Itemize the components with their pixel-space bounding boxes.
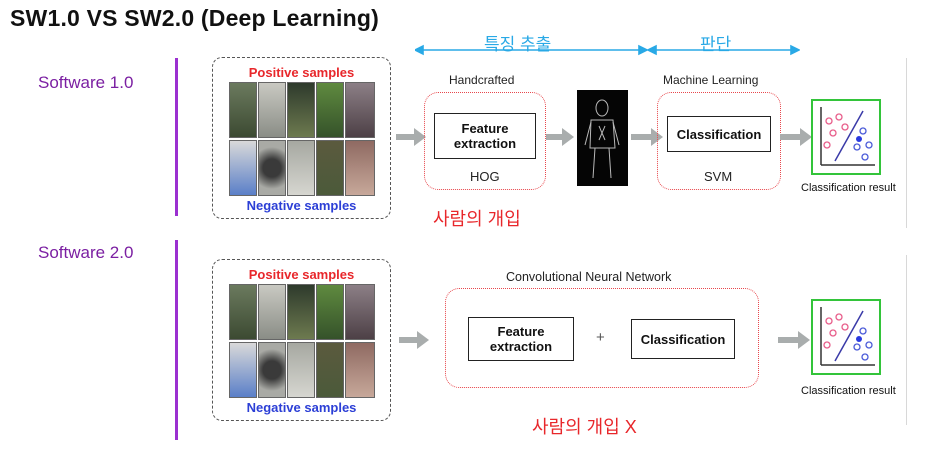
cnn-stage: Feature extraction + Classification [445, 288, 759, 388]
feature-extraction-box: Feature extraction [468, 317, 574, 361]
phase-arrows [415, 44, 800, 56]
page-title: SW1.0 VS SW2.0 (Deep Learning) [10, 5, 379, 31]
classification-stage: Classification SVM [657, 92, 781, 190]
row1-samples-group: Positive samples Negative samples [212, 57, 391, 219]
row1-divider [175, 58, 178, 216]
hog-visualization-image [577, 90, 628, 186]
classification-box: Classification [667, 116, 771, 152]
positive-sample-image [316, 284, 344, 340]
positive-sample-image [345, 284, 375, 340]
negative-sample-image [229, 342, 257, 398]
right-edge-line [906, 255, 907, 425]
feature-extraction-stage: Feature extraction HOG [424, 92, 546, 190]
row1-label: Software 1.0 [38, 73, 134, 92]
arrow-right-icon [778, 331, 810, 349]
positive-samples-label: Positive samples [248, 267, 355, 282]
positive-sample-image [287, 284, 315, 340]
human-involvement-label: 사람의 개입 [433, 209, 521, 229]
row2-label: Software 2.0 [38, 243, 134, 262]
row2-samples-group: Positive samples Negative samples [212, 259, 391, 421]
classification-result-label: Classification result [801, 385, 896, 397]
negative-sample-image [316, 140, 344, 196]
negative-samples-label: Negative samples [246, 198, 357, 213]
positive-samples-label: Positive samples [248, 65, 355, 80]
row2-divider [175, 240, 178, 440]
positive-sample-image [229, 82, 257, 138]
machine-learning-label: Machine Learning [663, 73, 759, 87]
human-involvement-label: 사람의 개입 X [532, 417, 637, 437]
cnn-label: Convolutional Neural Network [506, 270, 672, 284]
classification-box: Classification [631, 319, 735, 359]
sample-thumbnails [229, 284, 375, 398]
classification-result-label: Classification result [801, 182, 896, 194]
svm-label: SVM [704, 169, 733, 184]
classification-result-plot [811, 299, 881, 375]
arrow-right-icon [396, 128, 426, 146]
negative-sample-image [345, 342, 375, 398]
classification-result-plot [811, 99, 881, 175]
right-edge-line [906, 58, 907, 228]
sample-thumbnails [229, 82, 375, 196]
positive-sample-image [258, 82, 286, 138]
positive-sample-image [229, 284, 257, 340]
feature-extraction-box: Feature extraction [434, 113, 536, 159]
negative-sample-image [287, 140, 315, 196]
arrow-right-icon [780, 128, 812, 146]
arrow-right-icon [546, 128, 574, 146]
negative-samples-label: Negative samples [246, 400, 357, 415]
negative-sample-image [345, 140, 375, 196]
negative-sample-image [287, 342, 315, 398]
positive-sample-image [287, 82, 315, 138]
negative-sample-image [316, 342, 344, 398]
negative-sample-image [229, 140, 257, 196]
plus-sign: + [596, 329, 605, 346]
positive-sample-image [345, 82, 375, 138]
arrow-right-icon [399, 331, 429, 349]
handcrafted-label: Handcrafted [449, 73, 515, 87]
negative-sample-image [258, 140, 286, 196]
positive-sample-image [258, 284, 286, 340]
negative-sample-image [258, 342, 286, 398]
positive-sample-image [316, 82, 344, 138]
hog-label: HOG [470, 169, 500, 184]
